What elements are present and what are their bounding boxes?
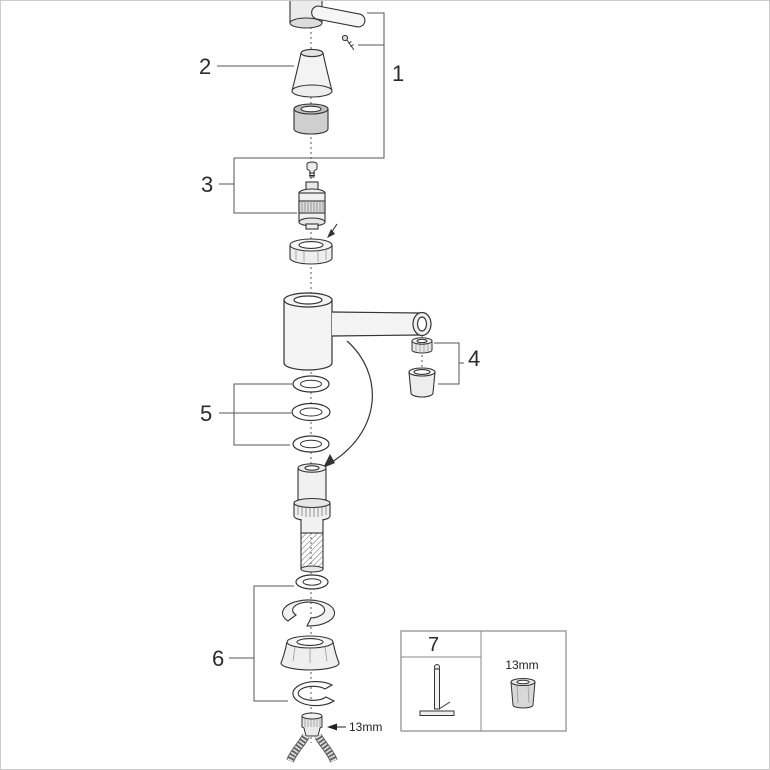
lever-handle xyxy=(289,1,366,29)
callout-1: 1 xyxy=(392,61,404,86)
callout-6: 6 xyxy=(212,646,224,671)
cartridge-screw-icon xyxy=(306,161,318,178)
callout-line-6 xyxy=(253,585,294,702)
callout-2: 2 xyxy=(199,54,211,79)
threaded-stud xyxy=(300,532,324,573)
callout-line-3 xyxy=(233,158,297,214)
hose-connector xyxy=(301,712,323,737)
callout-line-4 xyxy=(434,342,460,385)
horseshoe-washer xyxy=(281,599,336,627)
check-valve xyxy=(411,337,433,354)
handle-cap xyxy=(291,48,333,98)
o-ring-1 xyxy=(292,375,330,393)
toolbox-wrench-size-label: 13mm xyxy=(505,658,538,672)
mounting-nut xyxy=(280,635,340,671)
callout-4: 4 xyxy=(468,346,480,371)
o-ring-3 xyxy=(292,435,330,453)
callout-7: 7 xyxy=(428,634,439,656)
arrow-left-icon xyxy=(327,723,337,731)
callout-3: 3 xyxy=(201,172,213,197)
cartridge-retaining-nut xyxy=(289,238,333,265)
o-ring-2 xyxy=(291,402,331,422)
supply-hoses xyxy=(286,733,338,763)
aerator xyxy=(408,367,436,398)
handle-screw-icon xyxy=(341,34,355,51)
callout-lines xyxy=(217,12,464,702)
assembly-arrow-small-icon xyxy=(327,223,338,238)
wrench-size-annotation: 13mm xyxy=(327,720,382,734)
socket-13mm-icon xyxy=(510,678,536,709)
callout-line-5 xyxy=(233,383,292,446)
faucet-body xyxy=(283,292,432,371)
base-o-ring xyxy=(295,574,329,590)
callout-5: 5 xyxy=(200,401,212,426)
cap-ring xyxy=(293,103,329,135)
c-clip xyxy=(292,681,336,707)
assembly-arrow-icon xyxy=(323,340,373,468)
callout-line-1 xyxy=(234,12,385,159)
tool-box: 7 13mm xyxy=(400,630,567,732)
wrench-size-label: 13mm xyxy=(349,720,382,734)
callout-numbers: 1 2 3 4 5 6 xyxy=(199,54,480,671)
spout-tip xyxy=(412,311,432,337)
mounting-tool-icon xyxy=(419,664,455,716)
cartridge xyxy=(298,181,326,230)
body-shaft xyxy=(293,463,331,534)
